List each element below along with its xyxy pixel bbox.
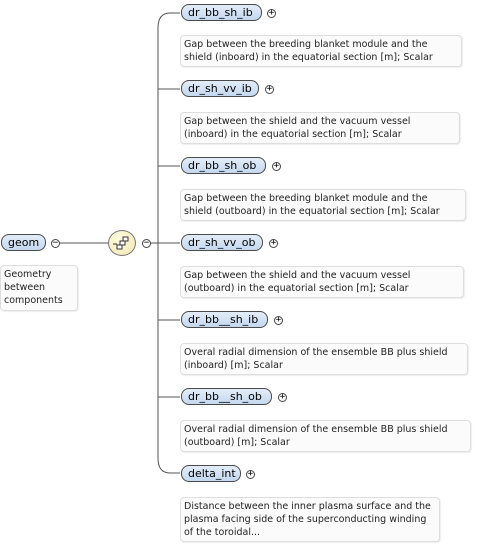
element-label: dr_bb__sh_ib xyxy=(188,313,259,326)
element-documentation: Gap between the shield and the vacuum ve… xyxy=(180,112,460,144)
element-dr-bb-sh-ob-ensemble[interactable]: dr_bb__sh_ob xyxy=(181,388,272,405)
expand-icon[interactable]: + xyxy=(267,8,276,18)
branch-top-connector xyxy=(157,12,180,29)
doc-line: (outboard) in the equatorial section [m]… xyxy=(184,283,409,294)
doc-line: Gap between the shield and the vacuum ve… xyxy=(184,116,411,127)
doc-line: Gap between the shield and the vacuum ve… xyxy=(184,270,411,281)
element-label: dr_sh_vv_ob xyxy=(188,236,256,249)
root-node-geom[interactable]: geom xyxy=(1,234,47,251)
element-documentation: Gap between the breeding blanket module … xyxy=(180,35,462,67)
doc-line: Overal radial dimension of the ensemble … xyxy=(184,424,448,435)
doc-line: Distance between the inner plasma surfac… xyxy=(184,501,431,512)
element-documentation: Distance between the inner plasma surfac… xyxy=(180,497,440,542)
doc-line: shield (inboard) in the equatorial secti… xyxy=(184,52,433,63)
sequence-compositor-icon[interactable] xyxy=(108,230,136,256)
doc-line: Gap between the breeding blanket module … xyxy=(184,193,428,204)
element-label: dr_sh_vv_ib xyxy=(188,82,252,95)
element-documentation: Gap between the shield and the vacuum ve… xyxy=(180,266,464,298)
element-delta-int[interactable]: delta_int xyxy=(181,465,241,482)
element-label: dr_bb__sh_ob xyxy=(188,390,262,403)
expand-icon[interactable]: + xyxy=(265,84,274,94)
branch-bottom-connector xyxy=(157,457,180,474)
element-dr-sh-vv-ib[interactable]: dr_sh_vv_ib xyxy=(181,80,259,97)
element-dr-bb-sh-ib[interactable]: dr_bb_sh_ib xyxy=(181,4,262,21)
element-dr-bb-sh-ib-ensemble[interactable]: dr_bb__sh_ib xyxy=(181,311,268,328)
collapse-icon[interactable]: − xyxy=(51,238,60,248)
root-node-label: geom xyxy=(8,236,40,249)
sequence-glyph-icon xyxy=(113,236,129,250)
doc-line: between xyxy=(4,282,46,293)
doc-line: (outboard) [m]; Scalar xyxy=(184,437,290,448)
doc-line: plasma facing side of the superconductin… xyxy=(184,514,427,525)
collapse-icon[interactable]: − xyxy=(142,238,151,248)
element-dr-bb-sh-ob[interactable]: dr_bb_sh_ob xyxy=(181,157,266,174)
expand-icon[interactable]: + xyxy=(246,469,255,479)
doc-line: Overal radial dimension of the ensemble … xyxy=(184,347,448,358)
doc-line: (inboard) in the equatorial section [m];… xyxy=(184,129,402,140)
element-documentation: Overal radial dimension of the ensemble … xyxy=(180,420,471,452)
element-documentation: Overal radial dimension of the ensemble … xyxy=(180,343,468,375)
element-dr-sh-vv-ob[interactable]: dr_sh_vv_ob xyxy=(181,234,263,251)
expand-icon[interactable]: + xyxy=(272,161,281,171)
doc-line: components xyxy=(4,295,63,306)
doc-line: (inboard) [m]; Scalar xyxy=(184,360,283,371)
element-label: dr_bb_sh_ob xyxy=(188,159,257,172)
expand-icon[interactable]: + xyxy=(278,392,287,402)
doc-line: of the toroidal... xyxy=(184,527,261,538)
root-documentation: Geometry between components xyxy=(0,265,78,311)
doc-line: Geometry xyxy=(4,269,52,280)
expand-icon[interactable]: + xyxy=(274,315,283,325)
element-label: delta_int xyxy=(188,467,236,480)
doc-line: shield (outboard) in the equatorial sect… xyxy=(184,206,440,217)
expand-icon[interactable]: + xyxy=(269,238,278,248)
element-documentation: Gap between the breeding blanket module … xyxy=(180,189,466,221)
element-label: dr_bb_sh_ib xyxy=(188,6,253,19)
doc-line: Gap between the breeding blanket module … xyxy=(184,39,428,50)
